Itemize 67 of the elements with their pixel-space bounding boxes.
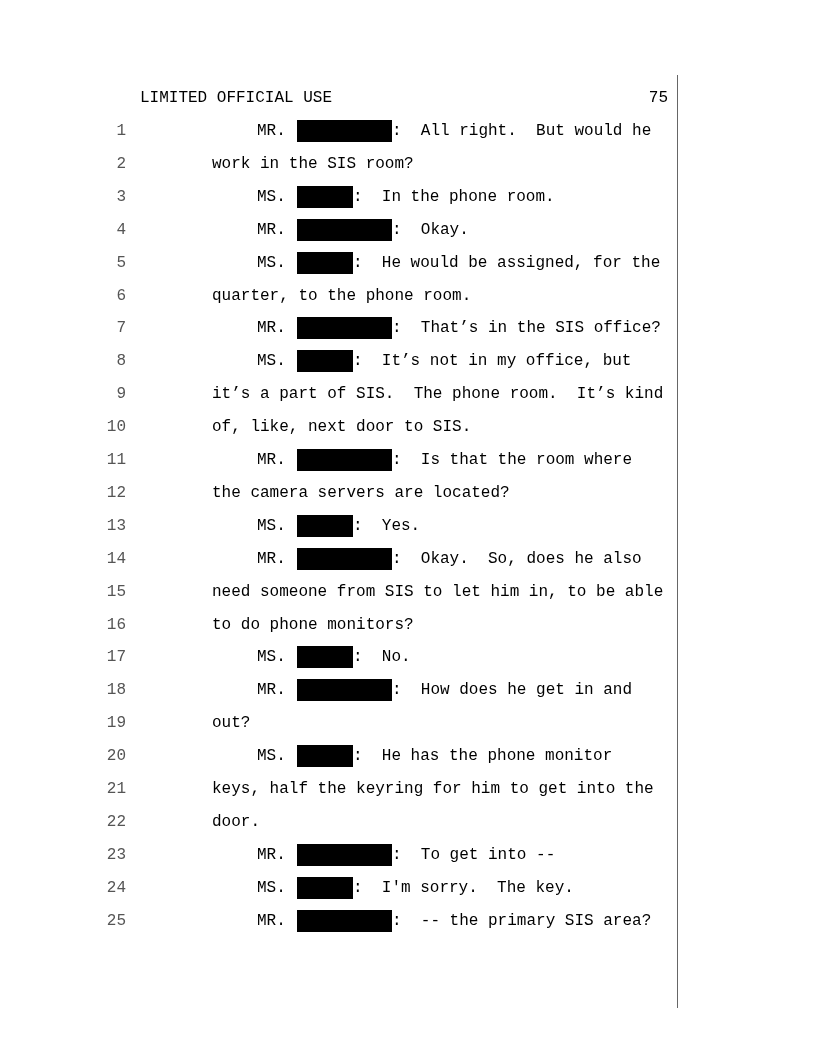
- line-number: 4: [115, 219, 126, 241]
- line-number: 11: [105, 450, 126, 471]
- transcript-text: : -- the primary SIS area?: [392, 910, 652, 932]
- speaker-label: MR.: [257, 219, 286, 241]
- line-number: 13: [105, 515, 126, 537]
- speaker-label: MR.: [257, 910, 286, 932]
- speaker-label: MR.: [257, 680, 286, 702]
- transcript-text: : No.: [353, 647, 411, 669]
- line-number: 9: [115, 384, 126, 406]
- line-number: 5: [115, 252, 126, 274]
- transcript-text: : All right. But would he: [392, 121, 652, 142]
- transcript-text: : How does he get in and: [392, 680, 633, 702]
- transcript-text: out?: [212, 713, 251, 735]
- line-number: 8: [115, 351, 126, 373]
- transcript-text: : Yes.: [353, 515, 421, 537]
- speaker-label: MS.: [257, 746, 286, 768]
- line-number: 3: [115, 186, 126, 208]
- transcript-text: work in the SIS room?: [212, 153, 414, 175]
- line-number: 7: [115, 318, 126, 340]
- transcript-text: : Is that the room where: [392, 450, 633, 471]
- speaker-label: MS.: [257, 252, 286, 274]
- line-number: 6: [115, 285, 126, 307]
- transcript-text: : To get into --: [392, 844, 556, 866]
- line-number: 22: [105, 811, 126, 833]
- header-text: LIMITED OFFICIAL USE: [140, 88, 333, 109]
- speaker-label: MR.: [257, 548, 286, 570]
- speaker-label: MR.: [257, 844, 286, 866]
- speaker-label: MR.: [257, 318, 286, 340]
- transcript-text: : Okay. So, does he also: [392, 548, 642, 570]
- line-number: 16: [105, 614, 126, 636]
- transcript-text: to do phone monitors?: [212, 614, 414, 636]
- line-number: 14: [105, 548, 126, 570]
- line-number: 21: [105, 779, 126, 800]
- transcript-text: : He has the phone monitor: [353, 746, 613, 768]
- transcript-text: quarter, to the phone room.: [212, 285, 472, 307]
- speaker-label: MS.: [257, 647, 286, 669]
- speaker-label: MS.: [257, 515, 286, 537]
- line-number: 19: [105, 713, 126, 735]
- transcript-text: it’s a part of SIS. The phone room. It’s kind: [212, 384, 664, 406]
- transcript-text: need someone from SIS to let him in, to be able: [212, 581, 664, 603]
- speaker-label: MS.: [257, 186, 286, 208]
- page-number: 75: [647, 88, 668, 109]
- line-number: 18: [105, 680, 126, 702]
- speaker-label: MS.: [257, 877, 286, 899]
- speaker-label: MR.: [257, 450, 286, 471]
- line-number: 17: [105, 647, 126, 669]
- line-number: 10: [105, 417, 126, 439]
- speaker-label: MS.: [257, 351, 286, 373]
- line-number: 15: [105, 581, 126, 603]
- transcript-text: door.: [212, 811, 260, 833]
- line-number: 25: [105, 910, 126, 932]
- line-number: 12: [105, 482, 126, 504]
- transcript-text: the camera servers are located?: [212, 482, 510, 504]
- transcript-text: : He would be assigned, for the: [353, 252, 661, 274]
- line-number: 20: [105, 746, 126, 768]
- transcript-text: of, like, next door to SIS.: [212, 417, 472, 439]
- transcript-text: : That’s in the SIS office?: [392, 318, 661, 340]
- line-number: 24: [105, 877, 126, 899]
- speaker-label: MR.: [257, 121, 286, 142]
- transcript-text: : I'm sorry. The key.: [353, 877, 574, 899]
- transcript-text: : It’s not in my office, but: [353, 351, 632, 373]
- transcript-text: keys, half the keyring for him to get into the: [212, 779, 654, 800]
- transcript-text: : In the phone room.: [353, 186, 555, 208]
- line-number: 1: [115, 121, 126, 142]
- transcript-text: : Okay.: [392, 219, 469, 241]
- line-number: 2: [115, 153, 126, 175]
- line-number: 23: [105, 844, 126, 866]
